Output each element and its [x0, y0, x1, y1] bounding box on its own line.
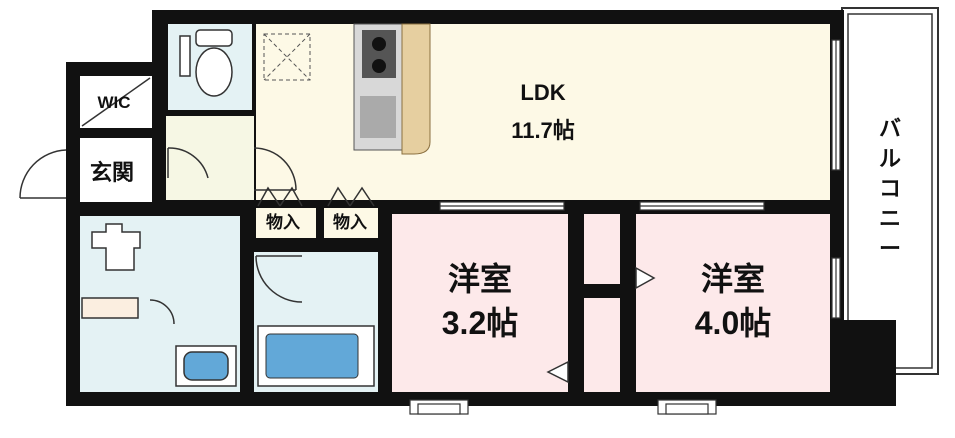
- fridge-space: [263, 33, 311, 81]
- storage1-floor: [256, 208, 316, 238]
- closet1-floor: [584, 214, 620, 284]
- ldk-floor: [256, 24, 830, 200]
- ldk-name: LDK: [520, 80, 565, 105]
- washing-machine-icon: [91, 223, 141, 271]
- western2-name: 洋室: [701, 261, 765, 297]
- western2-size: 4.0帖: [695, 305, 772, 341]
- kitchen: [263, 23, 431, 155]
- storage1-label: 物入: [266, 212, 300, 232]
- western1-name: 洋室: [448, 261, 512, 297]
- bathtub-icon: [257, 325, 375, 387]
- western1-size: 3.2帖: [442, 305, 519, 341]
- storage2-label: 物入: [333, 212, 367, 232]
- doors: [19, 147, 656, 384]
- balcony-char: ニ: [879, 206, 901, 231]
- balcony: [841, 7, 939, 375]
- toilet-icon: [179, 29, 233, 97]
- burner-icon: [372, 37, 386, 51]
- washroom-fixtures: [81, 223, 237, 387]
- balcony-char: コ: [879, 176, 901, 201]
- balcony-label: バ ル コ ニ ー: [879, 116, 901, 261]
- wic-label: WIC: [97, 93, 130, 112]
- entrance-floor: [80, 138, 152, 202]
- hall-floor: [166, 116, 254, 200]
- balcony-char: バ: [879, 116, 901, 141]
- balcony-char: ル: [879, 146, 901, 171]
- balcony-char: ー: [879, 236, 901, 261]
- storage2-floor: [324, 208, 378, 238]
- western2-floor: [636, 214, 830, 392]
- windows: [409, 39, 841, 415]
- ldk-size: 11.7帖: [511, 118, 575, 143]
- entrance-label: 玄関: [90, 160, 134, 185]
- shelf: [81, 297, 139, 319]
- burner-icon: [372, 59, 386, 73]
- wic-divider: [81, 77, 151, 127]
- sink: [360, 96, 396, 138]
- closet2-floor: [584, 298, 620, 392]
- western1-floor: [392, 214, 568, 392]
- kitchen-cabinet: [401, 23, 431, 155]
